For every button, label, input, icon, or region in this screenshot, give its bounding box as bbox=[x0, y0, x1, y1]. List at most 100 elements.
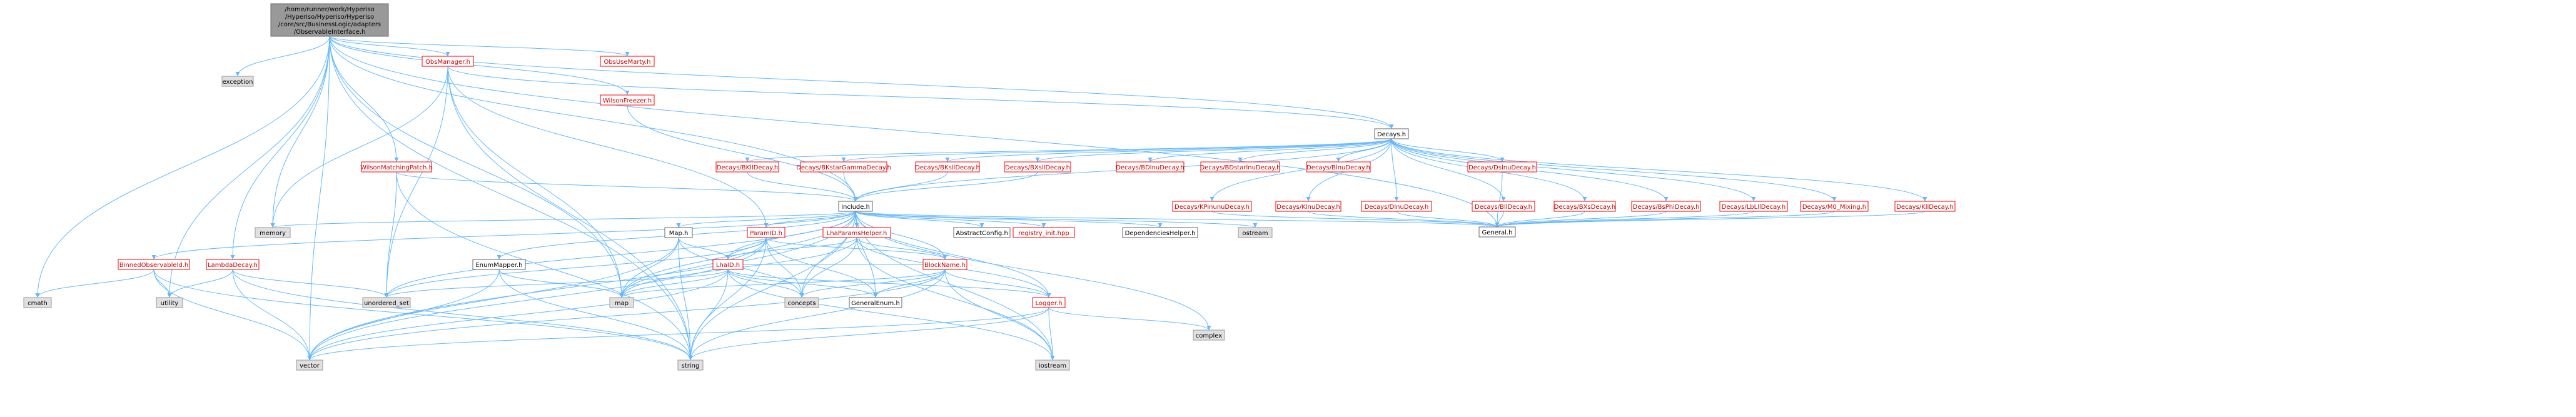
node-abstractconfig[interactable]: AbstractConfig.h bbox=[953, 227, 1011, 238]
node-label-kpinunu: Decays/KPinunuDecay.h bbox=[1174, 204, 1250, 211]
node-box-obsusemarty bbox=[600, 56, 655, 67]
edge-decays-to-kll bbox=[1391, 138, 1927, 202]
node-klnu[interactable]: Decays/KlnuDecay.h bbox=[1275, 201, 1341, 212]
node-box-bksll bbox=[915, 161, 980, 173]
node-blnu[interactable]: Decays/BlnuDecay.h bbox=[1306, 161, 1371, 173]
node-vector: vector bbox=[296, 359, 323, 371]
edge-blockname-to-iostream bbox=[944, 269, 1055, 361]
node-label-map: map bbox=[615, 300, 629, 307]
node-dlnu[interactable]: Decays/DlnuDecay.h bbox=[1361, 201, 1432, 212]
node-bdlnu[interactable]: Decays/BDlnuDecay.h bbox=[1116, 161, 1184, 173]
node-box-unordered_set bbox=[362, 297, 411, 308]
node-m0mixing[interactable]: Decays/M0_Mixing.h bbox=[1800, 201, 1869, 212]
node-box-general bbox=[1478, 226, 1516, 238]
edge-include-to-vector bbox=[307, 211, 856, 361]
node-dslnu[interactable]: Decays/DslnuDecay.h bbox=[1467, 161, 1537, 173]
node-bkstargamma[interactable]: Decays/BKstarGammaDecay.h bbox=[796, 161, 891, 173]
node-binnedobs[interactable]: BinnedObservableld.h bbox=[118, 259, 190, 270]
edge-include-to-paramid bbox=[764, 211, 856, 228]
edge-obsmanager-to-string bbox=[447, 66, 693, 361]
edge-kpinunu-to-general bbox=[1211, 211, 1500, 228]
node-bxsll[interactable]: Decays/BXsllDecay.h bbox=[1004, 161, 1071, 173]
node-map_h[interactable]: Map.h bbox=[664, 227, 693, 238]
node-box-cmath bbox=[23, 297, 52, 308]
node-decays[interactable]: Decays.h bbox=[1374, 128, 1409, 139]
node-lbll[interactable]: Decays/LbLllDecay.h bbox=[1719, 201, 1788, 212]
node-lhaparams[interactable]: LhaParamsHelper.h bbox=[822, 227, 891, 238]
node-box-map_h bbox=[664, 227, 693, 238]
edge-root-to-vector bbox=[307, 36, 330, 361]
node-label-blnu: Decays/BlnuDecay.h bbox=[1306, 164, 1370, 171]
node-obsusemarty[interactable]: ObsUseMarty.h bbox=[600, 56, 655, 67]
node-kpinunu[interactable]: Decays/KPinunuDecay.h bbox=[1172, 201, 1252, 212]
node-obsmanager[interactable]: ObsManager.h bbox=[422, 56, 474, 67]
node-wilsonfreezer[interactable]: WilsonFreezer.h bbox=[600, 94, 655, 106]
node-label-wilsonmatching: WilsonMatchingPatch.h bbox=[360, 164, 433, 171]
node-wilsonmatching[interactable]: WilsonMatchingPatch.h bbox=[360, 161, 433, 173]
node-general[interactable]: General.h bbox=[1478, 226, 1516, 238]
edge-decays-to-dlnu bbox=[1391, 138, 1399, 202]
node-label-map_h: Map.h bbox=[669, 230, 689, 237]
node-paramid[interactable]: ParamID.h bbox=[747, 227, 785, 238]
edge-binnedobs-to-cmath bbox=[35, 269, 154, 298]
edge-lhaparams-to-blockname bbox=[856, 237, 947, 260]
edge-decays-to-kpinunu bbox=[1210, 138, 1392, 202]
edge-root-to-decays bbox=[329, 36, 1394, 129]
node-registry[interactable]: registry_init.hpp bbox=[1013, 227, 1075, 238]
node-box-bdstarlnu bbox=[1200, 161, 1280, 173]
node-box-bxs bbox=[1553, 201, 1616, 212]
node-label-m0mixing: Decays/M0_Mixing.h bbox=[1802, 204, 1866, 211]
edge-map_h-to-map bbox=[619, 237, 679, 298]
node-lambdadecay[interactable]: LambdaDecay.h bbox=[206, 259, 260, 270]
node-depshelper[interactable]: DependenciesHelper.h bbox=[1122, 227, 1198, 238]
edge-wilsonfreezer-to-include bbox=[627, 104, 858, 202]
edge-root-to-obsusemarty bbox=[329, 36, 630, 57]
edge-lhaid-to-concepts bbox=[727, 269, 804, 298]
edge-decays-to-m0mixing bbox=[1391, 138, 1837, 202]
node-label-lhaid: LhaID.h bbox=[716, 262, 740, 269]
edge-decays-to-bkll bbox=[745, 138, 1392, 163]
edge-obsmanager-to-paramid bbox=[447, 66, 769, 228]
edge-obsmanager-to-decays bbox=[447, 66, 1394, 129]
edge-root-to-include bbox=[329, 36, 858, 202]
node-bksll[interactable]: Decays/BKsllDecay.h bbox=[915, 161, 980, 173]
edge-decays-to-dslnu bbox=[1391, 138, 1505, 163]
edge-root-to-memory bbox=[270, 36, 330, 228]
node-root[interactable]: /home/runner/work/Hyperiso/Hyperiso/Hype… bbox=[270, 3, 389, 37]
node-blockname[interactable]: BlockName.h bbox=[922, 259, 967, 270]
node-box-depshelper bbox=[1122, 227, 1198, 238]
edge-root-to-general bbox=[329, 36, 1500, 228]
node-include[interactable]: Include.h bbox=[838, 201, 873, 212]
node-kll[interactable]: Decays/KllDecay.h bbox=[1894, 201, 1956, 212]
edge-decays-to-lbll bbox=[1391, 138, 1756, 202]
edge-bksll-to-include bbox=[853, 171, 948, 202]
node-logger[interactable]: Logger.h bbox=[1032, 297, 1066, 308]
node-label-unordered_set: unordered_set bbox=[364, 300, 409, 307]
node-box-paramid bbox=[747, 227, 785, 238]
node-bxs[interactable]: Decays/BXsDecay.h bbox=[1553, 201, 1616, 212]
node-generalenum[interactable]: GeneralEnum.h bbox=[849, 297, 902, 308]
node-bsphi[interactable]: Decays/BsPhiDecay.h bbox=[1631, 201, 1701, 212]
node-label-root: /core/src/BusinessLogic/adapters bbox=[278, 21, 381, 28]
node-bdstarlnu[interactable]: Decays/BDstarlnuDecay.h bbox=[1200, 161, 1281, 173]
edge-root-to-wilsonmatching bbox=[329, 36, 399, 163]
node-bkll[interactable]: Decays/BKllDecay.h bbox=[715, 161, 779, 173]
node-lhaid[interactable]: LhaID.h bbox=[712, 259, 744, 270]
node-cmath: cmath bbox=[23, 297, 52, 308]
node-label-vector: vector bbox=[300, 363, 320, 369]
node-unordered_set: unordered_set bbox=[362, 297, 411, 308]
edge-include-to-ostream bbox=[855, 211, 1258, 228]
edge-blockname-to-vector bbox=[307, 269, 946, 361]
edge-bsphi-to-general bbox=[1495, 211, 1667, 228]
edge-obsmanager-to-unordered_set bbox=[384, 66, 448, 298]
node-bll[interactable]: Decays/BllDecay.h bbox=[1472, 201, 1535, 212]
edge-lhaid-to-string bbox=[688, 269, 729, 361]
node-enummapper[interactable]: EnumMapper.h bbox=[472, 259, 526, 270]
node-box-lbll bbox=[1719, 201, 1788, 212]
edge-wilsonmatching-to-include bbox=[396, 171, 858, 202]
edge-paramid-to-blockname bbox=[765, 237, 947, 260]
edge-lbll-to-general bbox=[1495, 211, 1754, 228]
edge-wilsonmatching-to-unordered_set bbox=[384, 171, 397, 298]
edge-blockname-to-logger bbox=[944, 269, 1051, 298]
node-label-lhaparams: LhaParamsHelper.h bbox=[827, 230, 887, 237]
